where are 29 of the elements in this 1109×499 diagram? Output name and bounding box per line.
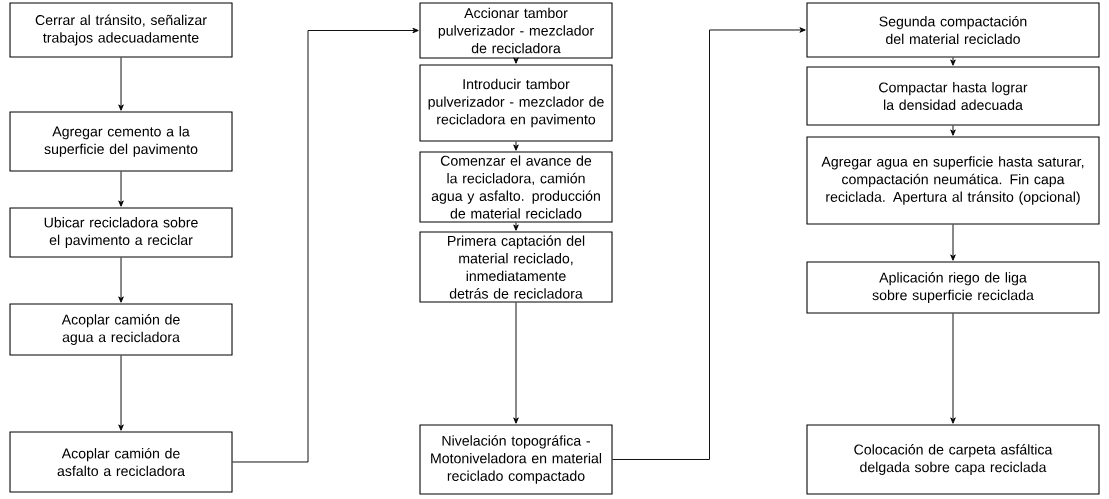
process-box: Compactar hasta lograr la densidad adecuada (806, 66, 1100, 126)
process-box: Accionar tambor pulverizador - mezclador de recicladora (419, 2, 613, 59)
arrow (513, 57, 519, 64)
arrow (513, 302, 519, 424)
process-box: Acoplar camión de agua a recicladora (9, 303, 233, 356)
arrow (612, 27, 806, 460)
arrow (118, 57, 124, 111)
process-box: Agregar agua en superficie hasta saturar, compactación neumática. Fin capa reciclada. Apertura al tránsito (opcional) (806, 136, 1100, 225)
process-box: Acoplar camión de asfalto a recicladora (9, 431, 233, 493)
process-box: Introducir tambor pulverizador - mezclador de recicladora en pavimento (419, 64, 613, 142)
arrow (950, 224, 956, 261)
process-box: Segunda compactación del material reciclado (806, 2, 1100, 58)
process-box: Agregar cemento a la superficie del pavimento (9, 111, 233, 172)
process-box: Aplicación riego de liga sobre superficie reciclada (806, 261, 1100, 314)
arrow (950, 57, 956, 66)
process-box: Comenzar el avance de la recicladora, camión agua y asfalto. producción de material reciclado (419, 151, 613, 223)
arrow (232, 27, 419, 463)
process-box: Cerrar al tránsito, señalizar trabajos adecuadamente (9, 2, 233, 58)
process-box: Primera captación del material reciclado, inmediatamente detrás de recicladora (419, 231, 613, 303)
arrow (513, 222, 519, 231)
arrow (513, 141, 519, 151)
process-box: Ubicar recicladora sobre el pavimento a reciclar (9, 207, 233, 258)
arrow (118, 171, 124, 207)
process-box: Colocación de carpeta asfáltica delgada sobre capa reciclada (806, 424, 1100, 495)
arrow (950, 125, 956, 136)
process-box: Nivelación topográfica - Motoniveladora en material reciclado compactado (419, 424, 613, 495)
arrow (118, 355, 124, 431)
arrow (950, 313, 956, 424)
arrow (118, 257, 124, 303)
